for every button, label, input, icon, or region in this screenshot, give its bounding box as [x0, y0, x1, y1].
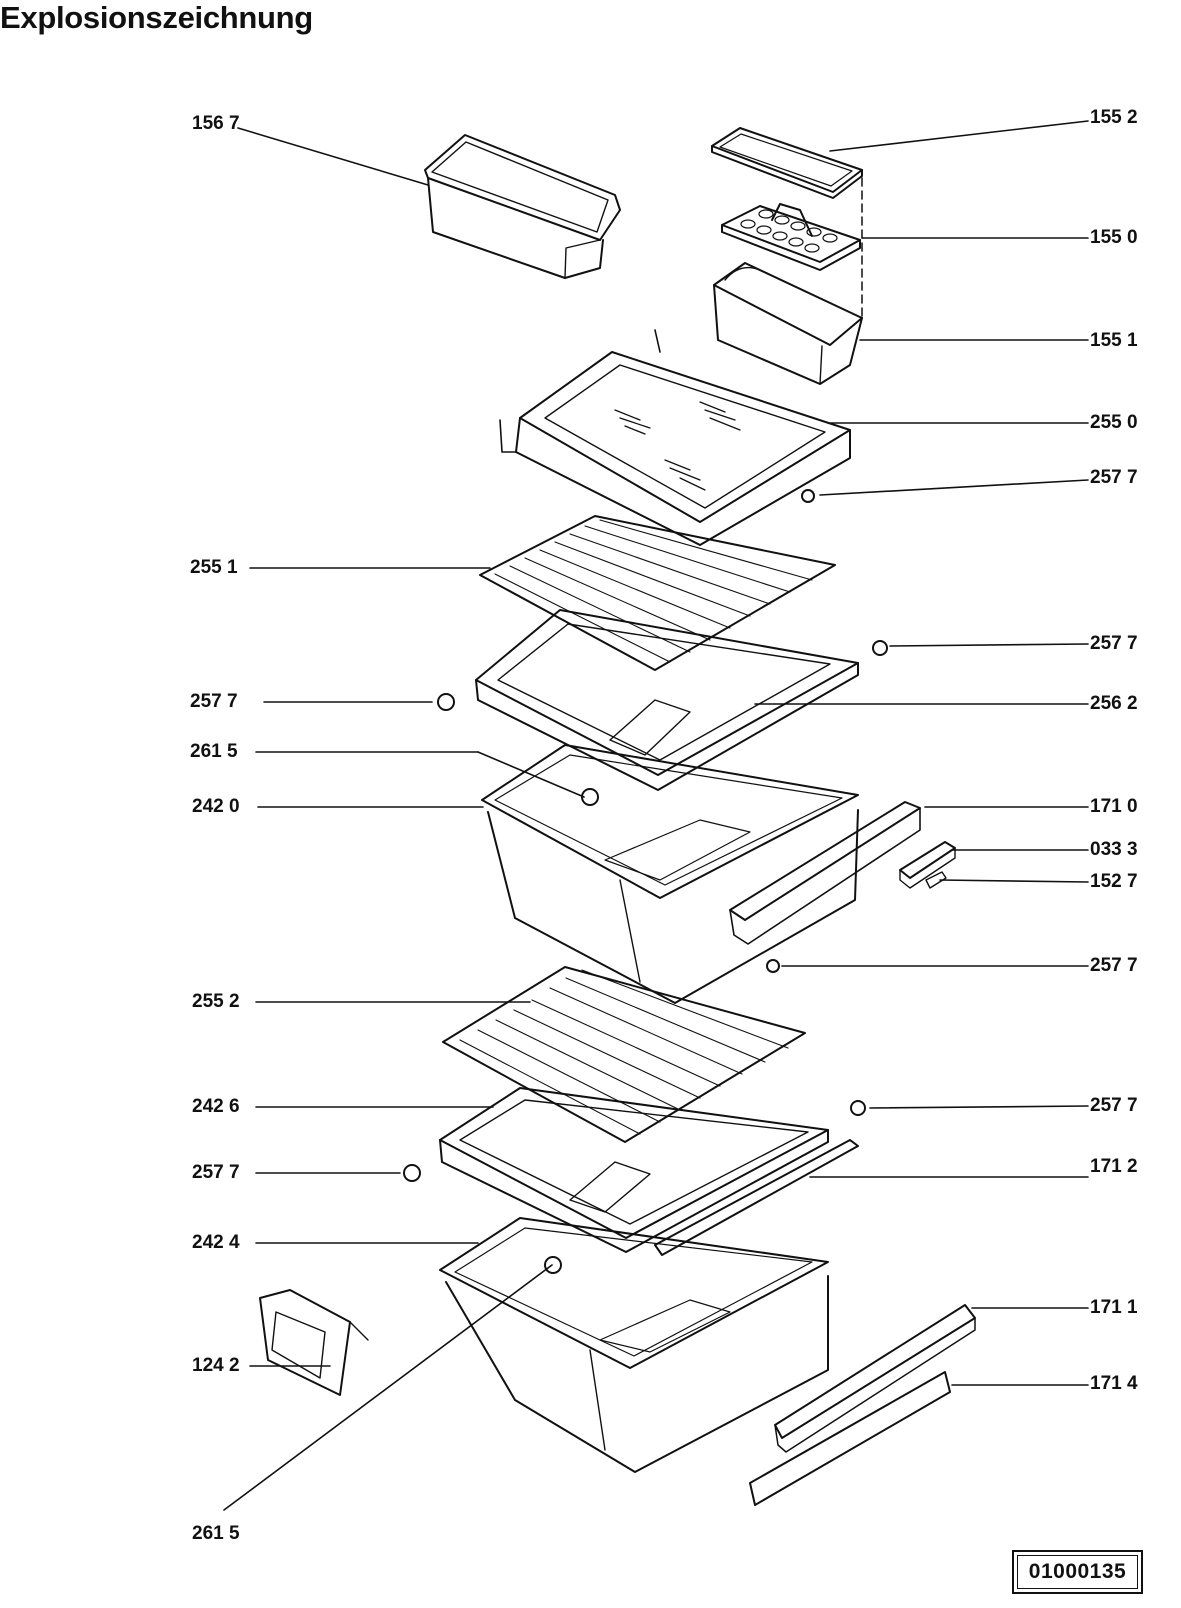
- wire-shelf-2552: [442, 966, 806, 1143]
- label-1710: 171 0: [1090, 796, 1138, 817]
- drawer-frame-2426: [439, 1087, 829, 1253]
- label-2615-b: 261 5: [192, 1523, 240, 1544]
- label-2577-b: 257 7: [1090, 633, 1138, 654]
- rail-1714: [749, 1371, 951, 1506]
- drawing-code: 01000135: [1028, 1560, 1127, 1583]
- door-bin-1567: [424, 134, 621, 279]
- glass-shelf-2550: [499, 329, 851, 546]
- label-2424: 242 4: [192, 1232, 240, 1253]
- label-2552: 255 2: [192, 991, 240, 1012]
- label-2426: 242 6: [192, 1096, 240, 1117]
- connectors: [403, 489, 888, 1274]
- label-0333: 033 3: [1090, 839, 1138, 860]
- label-plate-1242: [259, 1289, 369, 1396]
- label-1242: 124 2: [192, 1355, 240, 1376]
- label-2615-a: 261 5: [190, 741, 238, 762]
- drawer-frame-2562: [475, 609, 859, 791]
- egg-box-1551: [713, 262, 863, 385]
- label-1714: 171 4: [1090, 1373, 1138, 1394]
- label-1711: 171 1: [1090, 1297, 1138, 1318]
- label-2577-a: 257 7: [1090, 467, 1138, 488]
- page-title: Explosionszeichnung: [0, 0, 313, 35]
- label-2577-c: 257 7: [190, 691, 238, 712]
- label-1567: 156 7: [192, 113, 240, 134]
- label-2577-d: 257 7: [1090, 955, 1138, 976]
- leader-lines: [223, 120, 1089, 1511]
- label-1552: 155 2: [1090, 107, 1138, 128]
- label-2551: 255 1: [190, 557, 238, 578]
- label-2550: 255 0: [1090, 412, 1138, 433]
- label-1712: 171 2: [1090, 1156, 1138, 1177]
- rail-1711: [774, 1304, 976, 1453]
- rail-1710: [729, 801, 921, 945]
- clip-0333: [899, 841, 956, 889]
- drawing-code-box: 01000135: [1012, 1550, 1143, 1594]
- label-1551: 155 1: [1090, 330, 1138, 351]
- wire-shelf-2551: [479, 515, 836, 671]
- crisper-drawer-2420: [481, 699, 859, 1004]
- label-2577-e: 257 7: [1090, 1095, 1138, 1116]
- label-1550: 155 0: [1090, 227, 1138, 248]
- crisper-drawer-2424: [439, 1161, 829, 1473]
- label-1527: 152 7: [1090, 871, 1138, 892]
- egg-lid-1552: [711, 127, 863, 199]
- label-2577-f: 257 7: [192, 1162, 240, 1183]
- label-2562: 256 2: [1090, 693, 1138, 714]
- clip-1527: [925, 871, 947, 889]
- rail-1712: [654, 1139, 859, 1256]
- egg-tray-1550: [721, 177, 863, 321]
- label-2420: 242 0: [192, 796, 240, 817]
